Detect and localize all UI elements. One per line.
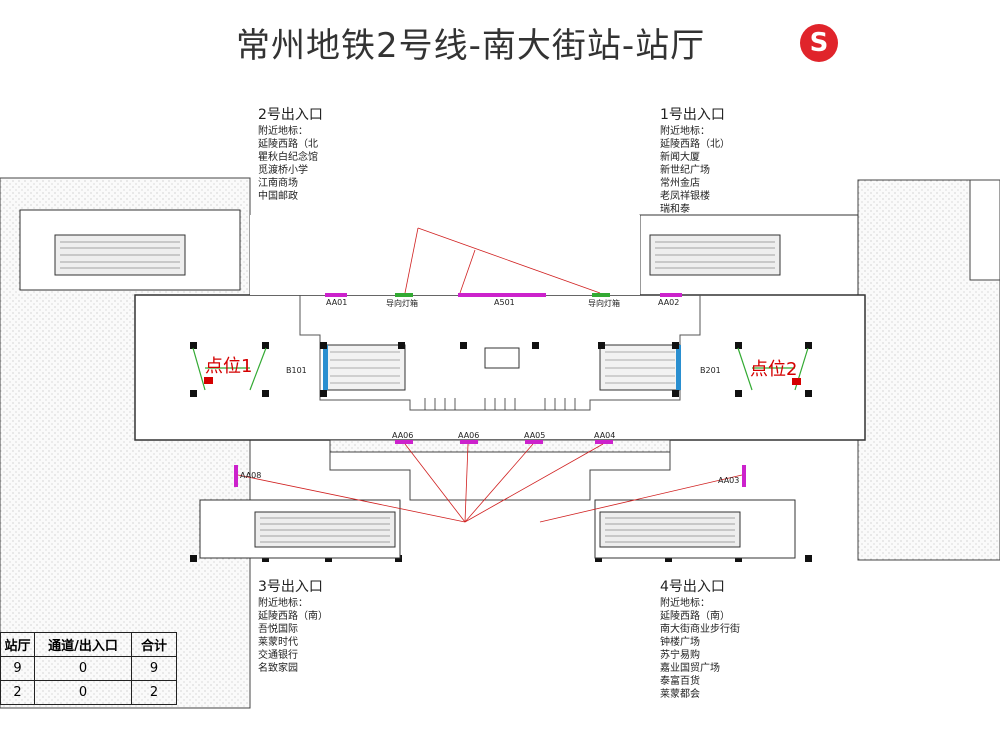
aa06a-label: AA06	[392, 431, 414, 440]
table-cell: 9	[131, 656, 177, 681]
aa06b-label: AA06	[458, 431, 480, 440]
aa01-panel	[325, 293, 347, 297]
exit2-landmark: 江南商场	[258, 178, 298, 189]
aa05-label: AA05	[524, 431, 546, 440]
metro-logo: S	[800, 24, 838, 62]
table-header-row: 站厅 通道/出入口 合计	[0, 632, 177, 657]
exit4-landmark-label: 附近地标：	[660, 598, 710, 609]
aa08-label: AA08	[240, 471, 262, 480]
exit1-landmark-label: 附近地标：	[660, 126, 710, 137]
exit4-landmark: 南大街商业步行街	[660, 624, 740, 635]
exit4-landmark: 钟楼广场	[660, 637, 700, 648]
point2-dot	[792, 378, 801, 385]
aa04-label: AA04	[594, 431, 616, 440]
exit3-landmark-label: 附近地标：	[258, 598, 308, 609]
lower-wall	[329, 439, 671, 453]
exit2-landmark: 延陵西路（北	[258, 139, 318, 150]
exit3-landmark: 莱蒙时代	[258, 637, 298, 648]
exit2-landmark-label: 附近地标：	[258, 126, 308, 137]
aa08-panel	[234, 465, 238, 487]
b101-ad-panel	[323, 345, 328, 390]
exit4-heading: 4号出入口	[660, 579, 725, 595]
table-cell: 9	[0, 656, 35, 681]
exit4-landmark: 嘉业国贸广场	[660, 663, 720, 674]
callout-lines	[237, 227, 743, 523]
table-header: 通道/出入口	[34, 632, 132, 657]
b101-label: B101	[286, 366, 307, 375]
exit4-info: 4号出入口 附近地标： 延陵西路（南） 南大街商业步行街 钟楼广场 苏宁易购 嘉…	[660, 578, 740, 701]
b201-label: B201	[700, 366, 721, 375]
exit4-landmark: 延陵西路（南）	[660, 611, 730, 622]
point1-label: 点位1	[205, 356, 253, 377]
fare-gates	[424, 398, 576, 410]
table-row: 2 0 2	[0, 680, 177, 705]
aa04-panel	[595, 440, 613, 444]
exit2-landmark: 瞿秋白纪念馆	[258, 152, 318, 163]
aa03-panel	[742, 465, 746, 487]
escalator-right	[599, 344, 681, 391]
guide-left-label: 导向灯箱	[386, 299, 418, 308]
table-header: 站厅	[0, 632, 35, 657]
exit3-landmark: 交通银行	[258, 650, 298, 661]
exit4-landmark: 泰富百货	[660, 676, 700, 687]
stats-table: 站厅 通道/出入口 合计 9 0 9 2 0 2	[0, 632, 177, 705]
page-title: 常州地铁2号线-南大街站-站厅	[236, 26, 706, 66]
point1-dot	[204, 377, 213, 384]
exit3-landmark: 吾悦国际	[258, 624, 298, 635]
table-cell: 0	[34, 656, 132, 681]
exit1-landmark: 延陵西路（北）	[660, 139, 730, 150]
aa03-label: AA03	[718, 476, 740, 485]
exit4-landmark: 苏宁易购	[660, 650, 700, 661]
exit1-landmark: 瑞和泰	[660, 204, 690, 215]
exit3-landmark: 延陵西路（南）	[258, 611, 328, 622]
point1-marker	[192, 347, 267, 391]
exit3-landmark: 名致家园	[258, 663, 298, 674]
table-header: 合计	[131, 632, 177, 657]
a501-panel	[458, 293, 546, 297]
guide-left-panel	[395, 293, 413, 297]
point2-label: 点位2	[750, 359, 798, 380]
concourse-outline	[299, 295, 701, 411]
exit1-landmark: 常州金店	[660, 178, 700, 189]
exit1-info: 1号出入口 附近地标： 延陵西路（北） 新闻大厦 新世纪广场 常州金店 老凤祥银…	[660, 106, 730, 216]
exit4-landmark: 莱蒙都会	[660, 689, 700, 700]
table-cell: 0	[34, 680, 132, 705]
aa06b-panel	[460, 440, 478, 444]
exit2-info: 2号出入口 附近地标： 延陵西路（北 瞿秋白纪念馆 觅渡桥小学 江南商场 中国邮…	[258, 106, 323, 203]
table-cell: 2	[0, 680, 35, 705]
exit1-heading: 1号出入口	[660, 107, 725, 123]
exit1-landmark: 新世纪广场	[660, 165, 710, 176]
exit1-landmark: 新闻大厦	[660, 152, 700, 163]
table-cell: 2	[131, 680, 177, 705]
a501-label: A501	[494, 298, 515, 307]
exit1-landmark: 老凤祥银楼	[660, 191, 710, 202]
aa02-panel	[660, 293, 682, 297]
aa05-panel	[525, 440, 543, 444]
exit2-landmark: 中国邮政	[258, 191, 298, 202]
aa02-label: AA02	[658, 298, 680, 307]
exit3-info: 3号出入口 附近地标： 延陵西路（南） 吾悦国际 莱蒙时代 交通银行 名致家园	[258, 578, 328, 675]
aa06a-panel	[395, 440, 413, 444]
exit3-heading: 3号出入口	[258, 579, 323, 595]
exit2-heading: 2号出入口	[258, 107, 323, 123]
guide-right-panel	[592, 293, 610, 297]
table-row: 9 0 9	[0, 656, 177, 681]
b201-ad-panel	[676, 345, 681, 390]
guide-right-label: 导向灯箱	[588, 299, 620, 308]
exit2-landmark: 觅渡桥小学	[258, 165, 308, 176]
escalator-left	[324, 344, 406, 391]
aa01-label: AA01	[326, 298, 348, 307]
center-kiosk	[484, 347, 520, 369]
